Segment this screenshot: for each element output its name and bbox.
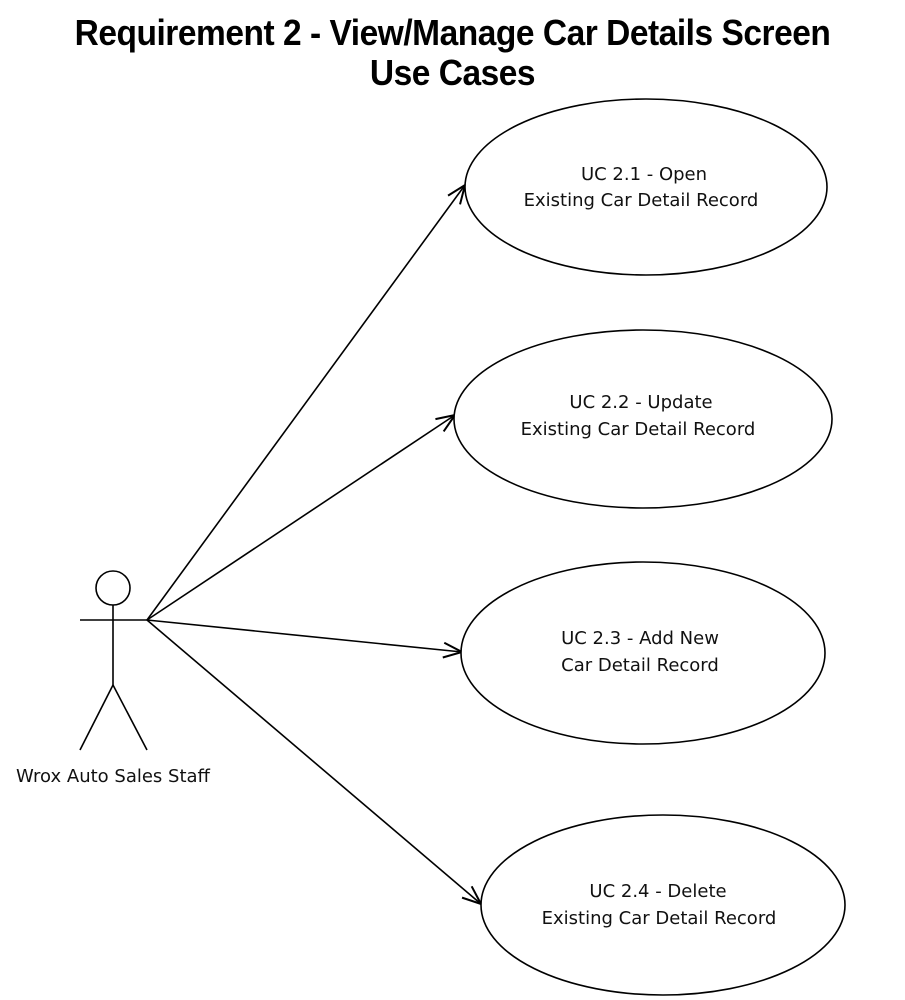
use-case-title: UC 2.2 - Update bbox=[569, 392, 712, 413]
use-case-subtitle: Existing Car Detail Record bbox=[524, 190, 759, 211]
diagram-title-line-2: Use Cases bbox=[369, 52, 536, 93]
use-case-title: UC 2.1 - Open bbox=[581, 164, 707, 185]
diagram-title-line-1: Requirement 2 - View/Manage Car Details … bbox=[74, 12, 831, 53]
use-case-subtitle: Car Detail Record bbox=[561, 655, 719, 676]
use-case-title: UC 2.4 - Delete bbox=[589, 881, 726, 902]
association-line bbox=[146, 414, 456, 621]
actor[interactable] bbox=[79, 570, 148, 751]
actor-right-leg bbox=[112, 684, 148, 751]
use-case-subtitle: Existing Car Detail Record bbox=[542, 908, 777, 929]
use-case-title: UC 2.3 - Add New bbox=[561, 628, 719, 649]
use-case-2-3[interactable]: UC 2.3 - Add New Car Detail Record bbox=[460, 561, 826, 745]
use-case-ellipse bbox=[460, 561, 826, 745]
use-case-2-2[interactable]: UC 2.2 - Update Existing Car Detail Reco… bbox=[453, 329, 833, 509]
association-line bbox=[146, 184, 466, 621]
use-case-subtitle: Existing Car Detail Record bbox=[521, 419, 756, 440]
actor-label: Wrox Auto Sales Staff bbox=[16, 766, 210, 787]
use-case-2-1[interactable]: UC 2.1 - Open Existing Car Detail Record bbox=[464, 98, 828, 276]
association-line bbox=[146, 619, 463, 653]
use-case-ellipse bbox=[480, 814, 846, 996]
association-line bbox=[146, 619, 482, 905]
use-case-ellipse bbox=[453, 329, 833, 509]
actor-left-leg bbox=[79, 684, 114, 751]
actor-head bbox=[95, 570, 131, 606]
associations bbox=[146, 182, 484, 906]
use-case-ellipse bbox=[464, 98, 828, 276]
use-case-2-4[interactable]: UC 2.4 - Delete Existing Car Detail Reco… bbox=[480, 814, 846, 996]
